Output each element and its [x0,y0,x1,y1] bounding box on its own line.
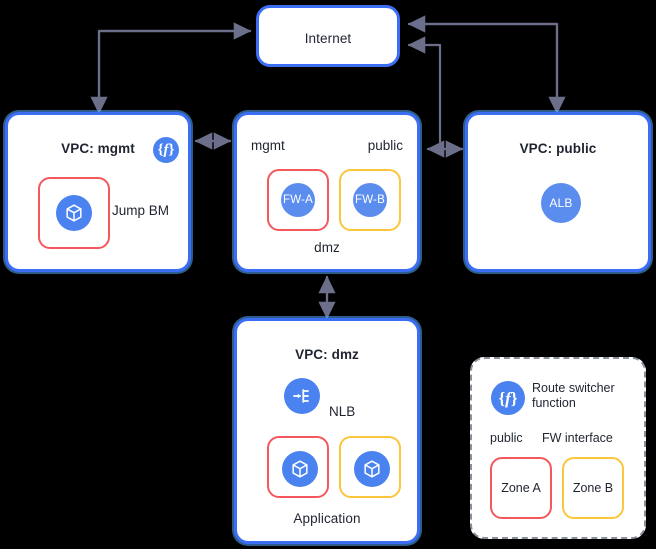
subnet-label-mgmt: mgmt [251,138,285,153]
vpc-dmz-title: VPC: dmz [295,347,359,362]
jump-bm-label: Jump BM [112,203,170,218]
internet-label: Internet [304,31,352,46]
internet-node[interactable]: Internet [256,5,400,67]
function-glyph: {f} [157,141,175,158]
arrow-publicvpc-to-internet [407,15,559,115]
fw-a-zone-a-box[interactable]: FW-A [267,169,329,231]
legend-zone-b-label: Zone B [572,481,614,495]
cube-icon [282,451,318,487]
legend-zone-b-box: Zone B [562,457,624,519]
nlb-icon [284,378,320,414]
vpc-public-node[interactable]: VPC: public ALB [465,112,651,272]
function-glyph: {f} [498,388,518,408]
vpc-firewall-node[interactable]: mgmt public FW-A FW-B dmz [234,112,420,272]
vpc-public-title: VPC: public [519,141,597,156]
subnet-label-public: public [367,138,403,153]
fw-b-badge: FW-B [353,183,387,217]
fw-b-zone-b-box[interactable]: FW-B [339,169,401,231]
route-switcher-function-icon: {f} [153,137,179,163]
jump-bm-zone-a-box[interactable] [38,177,110,249]
legend-fw-interface-label: FW interface [542,431,613,445]
nlb-label: NLB [329,404,356,419]
arrow-mgmt-to-internet [97,22,252,115]
vpc-mgmt-title: VPC: mgmt [61,141,135,156]
fw-a-badge: FW-A [281,183,315,217]
app-instance-zone-b-box[interactable] [339,436,401,498]
subnet-label-dmz: dmz [314,240,340,255]
arrow-internet-to-publicvpc [407,22,566,115]
legend-zone-a-label: Zone A [501,481,541,495]
application-label: Application [293,511,361,526]
app-instance-zone-a-box[interactable] [267,436,329,498]
legend-function-label: Route switcher function [532,381,615,410]
vpc-mgmt-node[interactable]: VPC: mgmt {f} Jump BM [5,112,191,272]
cube-icon [56,195,92,231]
vpc-dmz-node[interactable]: VPC: dmz NLB [234,318,420,544]
route-switcher-function-icon: {f} [491,381,525,415]
cube-icon [354,451,390,487]
alb-badge: ALB [541,183,581,223]
legend-box: {f} Route switcher function public FW in… [470,357,646,539]
legend-zone-a-box: Zone A [490,457,552,519]
legend-public-label: public [490,431,523,445]
arrow-internet-to-mgmt [90,29,252,115]
